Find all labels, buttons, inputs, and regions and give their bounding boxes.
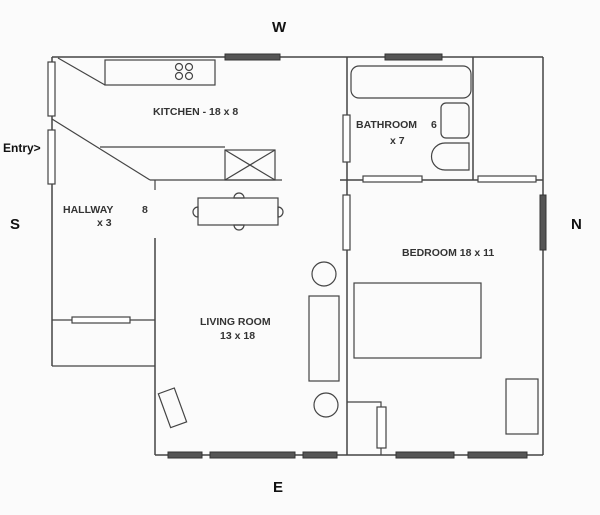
kitchen-fixtures	[51, 57, 284, 231]
entry-label: Entry>	[3, 141, 41, 155]
living-room-furniture	[157, 261, 340, 429]
compass-east: E	[273, 479, 283, 496]
windows	[47, 53, 547, 459]
compass-south: S	[10, 216, 20, 233]
living-room-size: 13 x 18	[220, 330, 255, 342]
bathroom-width: 6	[431, 119, 437, 131]
compass-north: N	[571, 216, 582, 233]
stove-burners-icon	[174, 62, 194, 81]
living-room-label: LIVING ROOM	[200, 316, 271, 328]
bathroom-fixtures	[350, 65, 472, 171]
bathroom-label: BATHROOM	[356, 119, 417, 131]
hallway-label: HALLWAY	[63, 204, 113, 216]
compass-west: W	[272, 19, 287, 36]
hallway-depth: x 3	[97, 217, 112, 229]
bedroom-label: BEDROOM 18 x 11	[402, 247, 494, 259]
kitchen-label: KITCHEN - 18 x 8	[153, 106, 238, 118]
bedroom-furniture	[347, 282, 539, 455]
bathroom-depth: x 7	[390, 135, 405, 147]
hallway-width: 8	[142, 204, 148, 216]
